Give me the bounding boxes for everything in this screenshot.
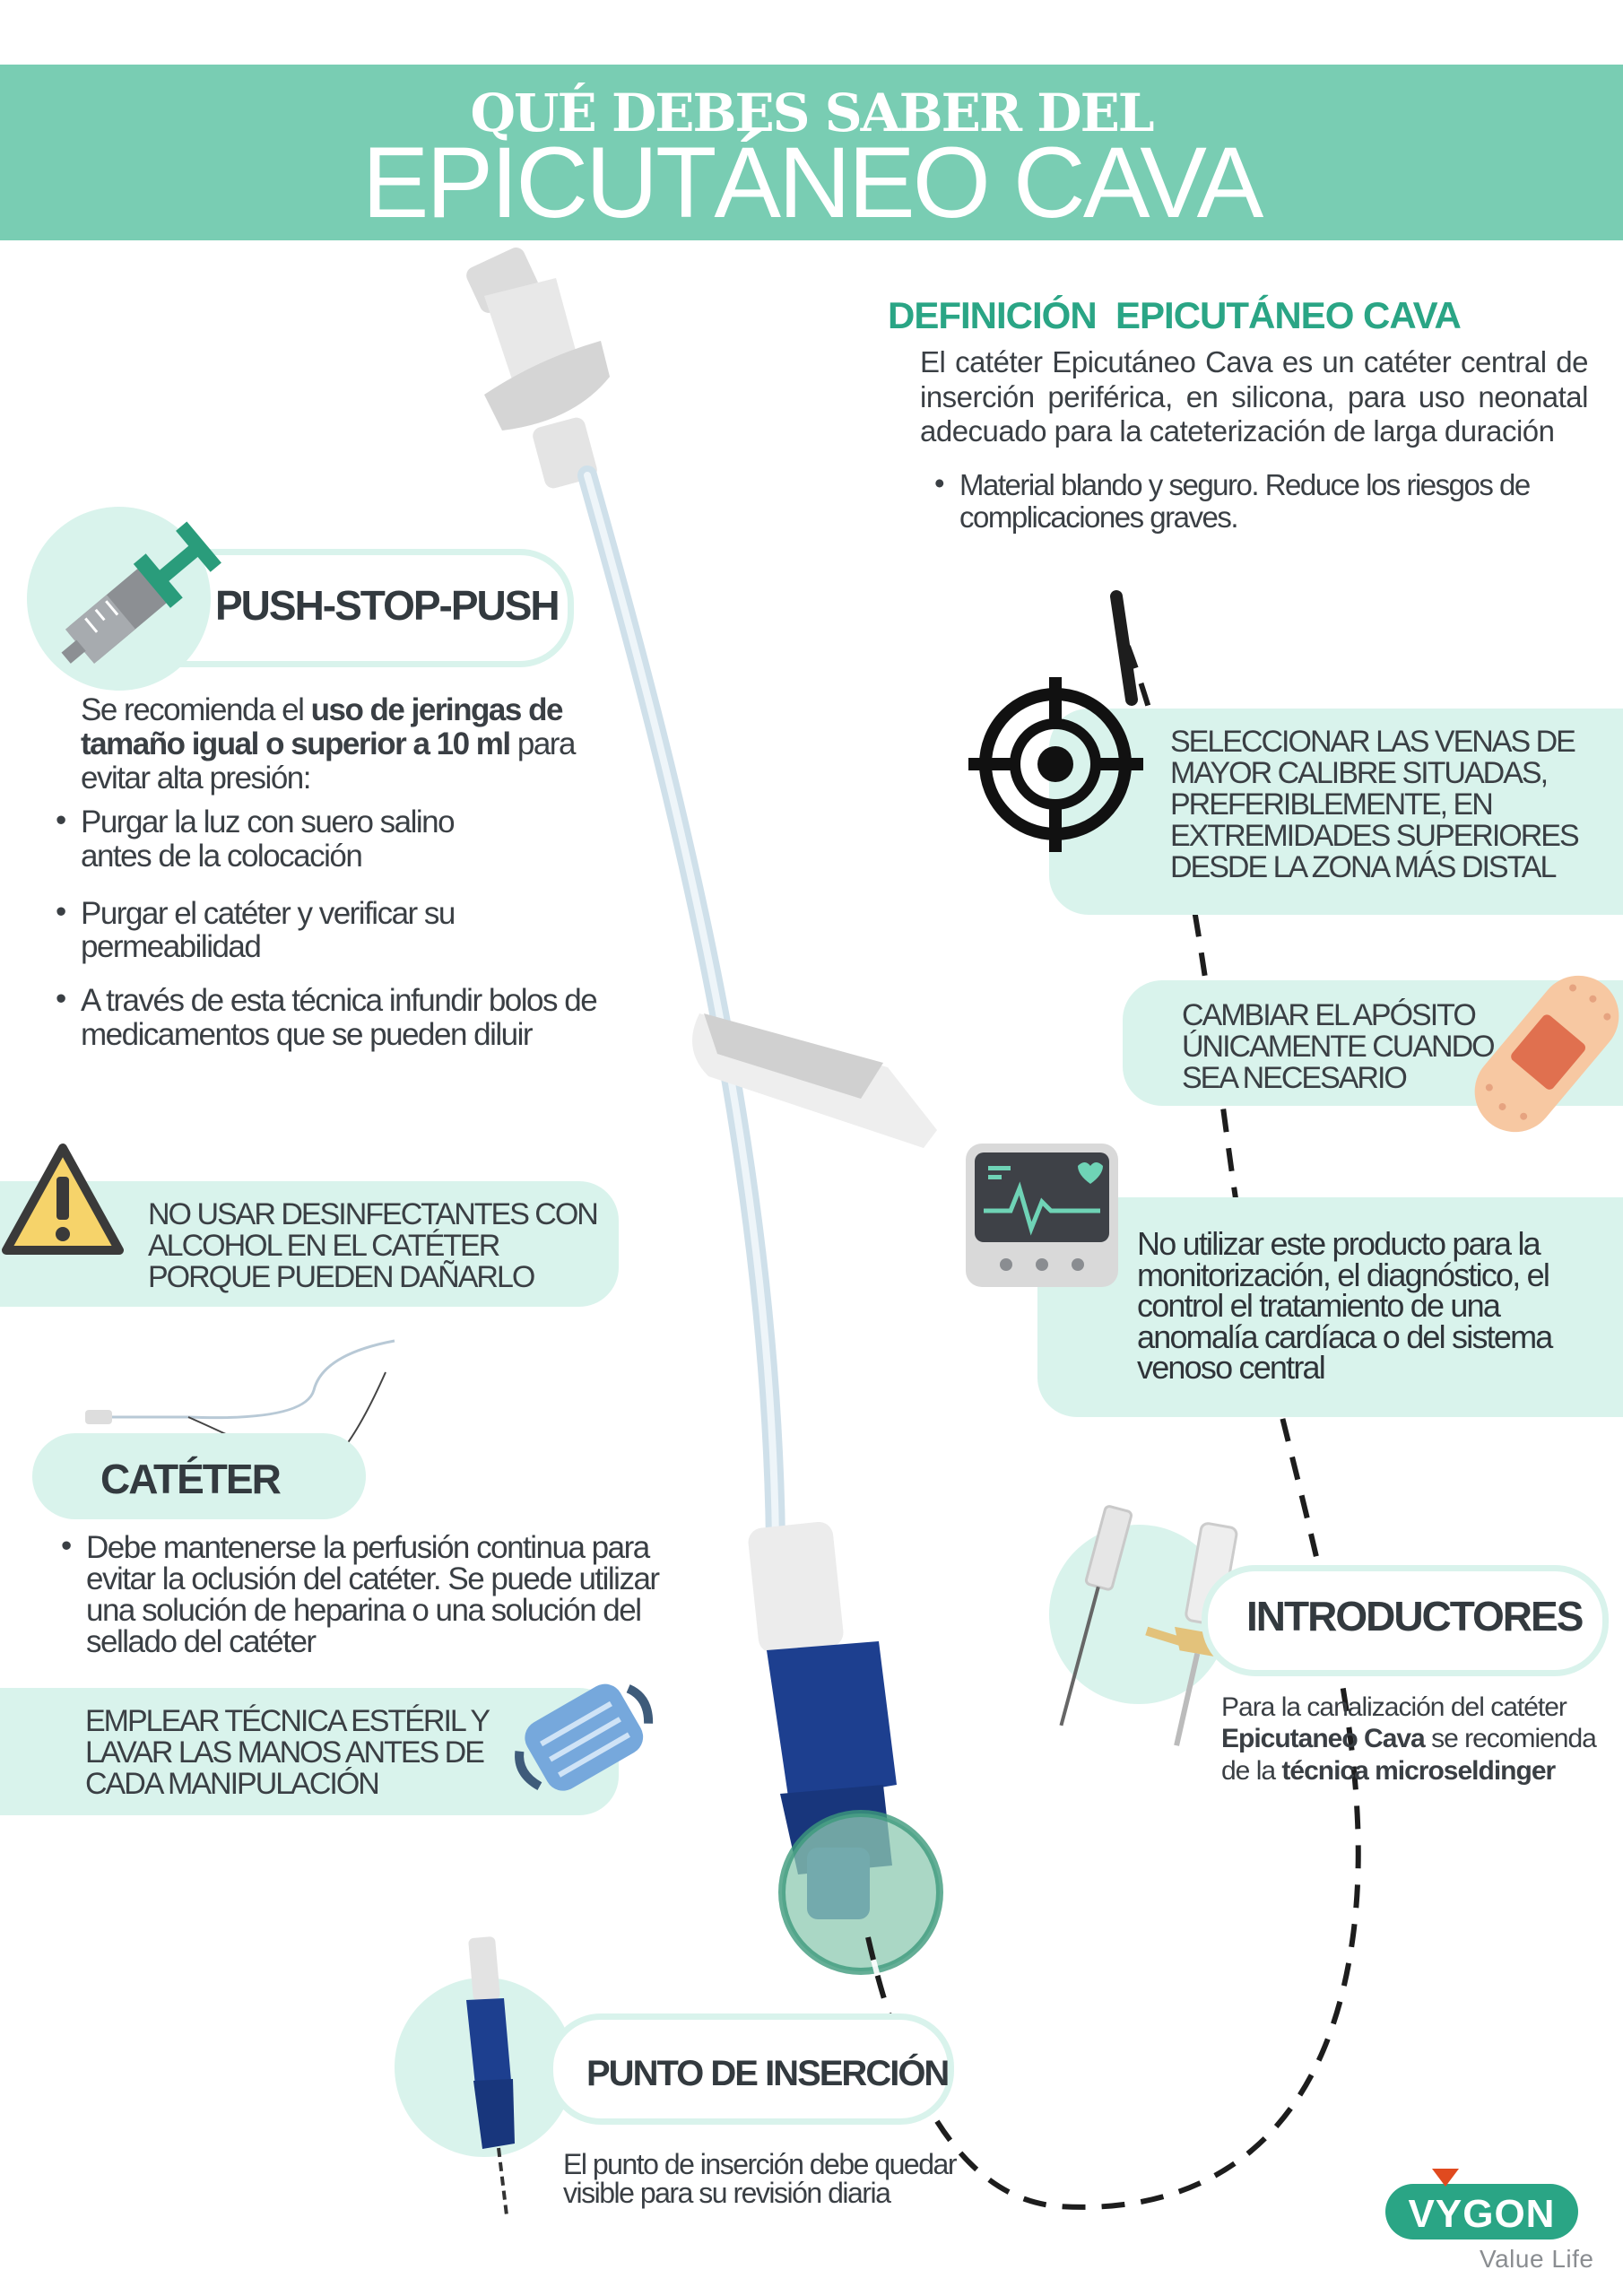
dressing-text: CAMBIAR EL APÓSITO ÚNICAMENTE CUANDO SEA…: [1182, 998, 1496, 1096]
definition-bullet: Material blando y seguro. Reduce los rie…: [933, 467, 1596, 533]
insertion-text: El punto de inserción debe quedar visibl…: [563, 2148, 957, 2209]
monitor-icon: [966, 1144, 1118, 1287]
definition-body: El catéter Epicutáneo Cava es un catéter…: [920, 345, 1589, 448]
definition-title: DEFINICIÓN EPICUTÁNEO CAVA: [888, 294, 1462, 336]
header-title: EPICUTÁNEO CAVA: [361, 126, 1264, 239]
brand-logo: [1385, 2184, 1578, 2239]
syringe-badge: [27, 507, 221, 691]
monitor-text: No utilizar este producto para la monito…: [1137, 1225, 1553, 1387]
push-stop-push-intro: Se recomienda el uso de jeringas de tama…: [81, 693, 619, 795]
veins-text: SELECCIONAR LAS VENAS DE MAYOR CALIBRE S…: [1170, 725, 1580, 885]
intro-text: Se recomienda el: [81, 692, 311, 727]
syringe-icon: [61, 521, 221, 665]
introducers-bold: Epicutaneo Cava: [1221, 1724, 1426, 1754]
catheter-hub-top: [466, 248, 610, 489]
introducers-bold: técnica microseldinger: [1281, 1755, 1556, 1786]
intro-bold: uso de jeringas de tamaño igual o superi…: [81, 692, 563, 761]
insertion-connector-icon: [466, 1936, 515, 2216]
push-stop-push-bullets: Purgar la luz con suero salino antes de …: [54, 804, 628, 1068]
catheter-header: [32, 1433, 366, 1519]
introducers-title: INTRODUCTORES: [1246, 1593, 1584, 1639]
catheter-title: CATÉTER: [100, 1456, 282, 1502]
list-item: Purgar el catéter y verificar su permeab…: [54, 895, 502, 965]
introducers-line: Para la canalización del catéter: [1221, 1692, 1567, 1722]
list-item: Purgar la luz con suero salino antes de …: [54, 804, 502, 874]
warning-icon: [2, 1144, 124, 1255]
definition-bullet-list: Material blando y seguro. Reduce los rie…: [933, 467, 1596, 549]
introducers-line: se recomienda de la: [1221, 1724, 1597, 1786]
monitor-panel: [1037, 1197, 1623, 1417]
mask-icon: [515, 1683, 654, 1791]
push-stop-push-title: PUSH-STOP-PUSH: [215, 582, 560, 629]
list-item: A través de esta técnica infundir bolos …: [54, 982, 628, 1052]
brand-tagline: Value Life: [1480, 2245, 1594, 2273]
sterile-text: EMPLEAR TÉCNICA ESTÉRIL Y LAVAR LAS MANO…: [85, 1704, 490, 1802]
catheter-bullets: Debe mantenerse la perfusión continua pa…: [59, 1530, 678, 1674]
header-banner: [0, 65, 1623, 240]
catheter-bullet: Debe mantenerse la perfusión continua pa…: [59, 1530, 678, 1657]
brand-name: VYGON: [1408, 2192, 1556, 2236]
introducers-header: [1202, 1565, 1609, 1676]
bandage-icon: [1474, 975, 1619, 1133]
veins-panel: [1049, 709, 1623, 915]
alcohol-text: NO USAR DESINFECTANTES CON ALCOHOL EN EL…: [148, 1197, 599, 1295]
brand-mark-icon: [1432, 2169, 1459, 2187]
header-subtitle: QUÉ DEBES SABER DEL: [470, 83, 1154, 144]
insertion-title: PUNTO DE INSERCIÓN: [586, 2054, 950, 2093]
insertion-header: [547, 2013, 954, 2125]
introducers-text: Para la canalización del catéter Epicuta…: [1221, 1692, 1616, 1787]
intro-text-end: para evitar alta presión:: [81, 726, 576, 796]
target-icon: [968, 677, 1143, 852]
